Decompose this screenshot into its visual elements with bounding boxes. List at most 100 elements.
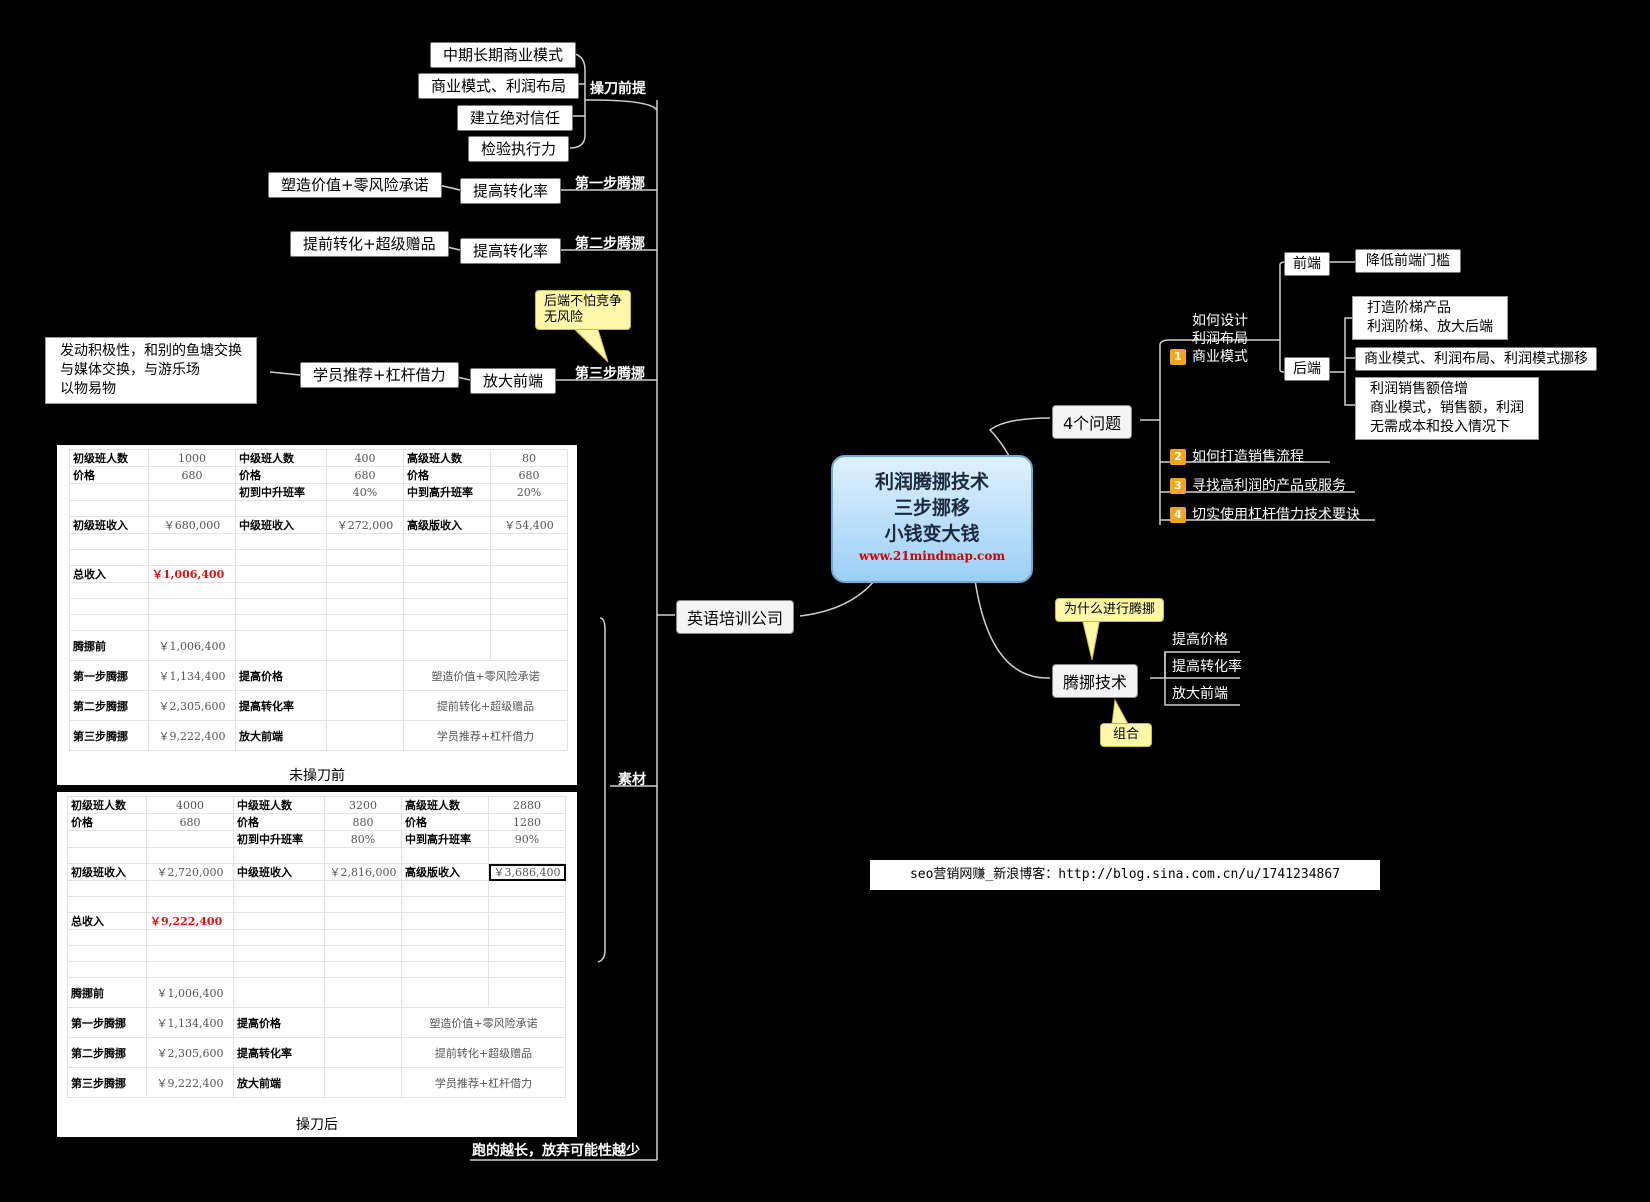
prereq-item-3[interactable]: 建立绝对信任 bbox=[457, 105, 574, 131]
sheet-empty-cell bbox=[67, 880, 147, 897]
sheet-cell: 880 bbox=[324, 813, 402, 831]
bottom-note[interactable]: 跑的越长，放弃可能性越少 bbox=[472, 1143, 640, 1159]
back-end-node[interactable]: 后端 bbox=[1284, 357, 1330, 381]
back-end-leaf-2[interactable]: 商业模式、利润布局、利润模式挪移 bbox=[1355, 347, 1597, 371]
sheet-cell bbox=[490, 565, 568, 583]
back-leaf3-line3: 无需成本和投入情况下 bbox=[1370, 419, 1510, 435]
prereq-item-1[interactable]: 中期长期商业模式 bbox=[430, 42, 577, 68]
sheet-spacer-row bbox=[67, 929, 566, 946]
label-step1[interactable]: 第一步腾挪 bbox=[575, 176, 645, 192]
step1-node[interactable]: 提高转化率 bbox=[460, 178, 562, 204]
sheet-cell: 提前转化+超级赠品 bbox=[401, 1037, 566, 1068]
shift-item-1[interactable]: 提高价格 bbox=[1172, 632, 1228, 648]
step3-detail[interactable]: 发动积极性，和别的鱼塘交换 与媒体交换，与游乐场 以物易物 bbox=[45, 337, 257, 404]
sheet-cell: 提高价格 bbox=[233, 1007, 325, 1038]
sheet-cell: 塑造价值+零风险承诺 bbox=[403, 660, 568, 691]
sheet-cell: 学员推荐+杠杆借力 bbox=[403, 720, 568, 751]
sheet-cell: 腾挪前 bbox=[67, 977, 147, 1008]
sheet-cell: 400 bbox=[326, 449, 404, 467]
sheet-empty-cell bbox=[233, 896, 325, 913]
sheet-cell bbox=[326, 660, 404, 691]
central-title-line2: 三步挪移 bbox=[893, 497, 970, 519]
sheet-cell: 高级版收入 bbox=[403, 516, 491, 534]
label-step3[interactable]: 第三步腾挪 bbox=[575, 366, 645, 382]
front-end-node[interactable]: 前端 bbox=[1284, 252, 1330, 276]
sheet-cell: ￥1,006,400 bbox=[148, 630, 236, 661]
branch-four-questions[interactable]: 4个问题 bbox=[1052, 405, 1133, 439]
back-leaf3-line1: 利润销售额倍增 bbox=[1370, 381, 1468, 397]
step2-node[interactable]: 提高转化率 bbox=[460, 238, 562, 264]
sheet-empty-cell bbox=[403, 614, 491, 631]
sheet-empty-cell bbox=[490, 533, 568, 550]
sheet-cell: ￥1,006,400 bbox=[146, 977, 234, 1008]
sheet-cell bbox=[403, 565, 491, 583]
back-end-leaf-1[interactable]: 打造阶梯产品 利润阶梯、放大后端 bbox=[1352, 296, 1508, 340]
sheet-cell: 价格 bbox=[233, 813, 325, 831]
step1-leaf[interactable]: 塑造价值+零风险承诺 bbox=[268, 172, 442, 198]
sheet-cell: 1280 bbox=[488, 813, 566, 831]
central-title-line3: 小钱变大钱 bbox=[884, 523, 980, 545]
label-prerequisites[interactable]: 操刀前提 bbox=[590, 81, 646, 97]
footer-blog-link[interactable]: seo营销网赚_新浪博客：http://blog.sina.com.cn/u/1… bbox=[870, 860, 1380, 890]
number-badge-3: 3 bbox=[1170, 478, 1186, 494]
sheet-cell: 总收入 bbox=[67, 912, 147, 930]
sheet-cell bbox=[148, 483, 236, 501]
sheet-cell: ￥9,222,400 bbox=[146, 912, 234, 930]
back-leaf3-line2: 商业模式，销售额，利润 bbox=[1370, 400, 1524, 416]
step2-leaf[interactable]: 提前转化+超级赠品 bbox=[290, 231, 449, 257]
sheet-cell: 提前转化+超级赠品 bbox=[403, 690, 568, 721]
spreadsheet-after-caption: 操刀后 bbox=[296, 1117, 338, 1133]
sheet-cell bbox=[233, 912, 325, 930]
sheet-spacer-row bbox=[69, 500, 568, 517]
sheet-cell: 初级班人数 bbox=[69, 449, 149, 467]
sheet-cell: ￥9,222,400 bbox=[146, 1067, 234, 1098]
sheet-empty-cell bbox=[324, 847, 402, 864]
sheet-cell: 第三步腾挪 bbox=[67, 1067, 147, 1098]
sheet-cell bbox=[488, 977, 566, 1008]
prereq-item-4[interactable]: 检验执行力 bbox=[468, 136, 570, 162]
prereq-item-2[interactable]: 商业模式、利润布局 bbox=[418, 73, 580, 99]
sheet-cell: 680 bbox=[326, 466, 404, 484]
sheet-empty-cell bbox=[146, 961, 234, 978]
sheet-empty-cell bbox=[69, 582, 149, 599]
callout-combination: 组合 bbox=[1100, 723, 1153, 747]
central-topic[interactable]: 利润腾挪技术 三步挪移 小钱变大钱 www.21mindmap.com bbox=[831, 455, 1033, 583]
label-materials[interactable]: 素材 bbox=[618, 772, 646, 788]
label-step2[interactable]: 第二步腾挪 bbox=[575, 236, 645, 252]
step3-node[interactable]: 放大前端 bbox=[470, 368, 557, 394]
sheet-empty-cell bbox=[146, 880, 234, 897]
sheet-empty-cell bbox=[488, 961, 566, 978]
sheet-empty-cell bbox=[233, 847, 325, 864]
sheet-cell bbox=[490, 630, 568, 661]
sheet-cell bbox=[324, 912, 402, 930]
shift-item-2[interactable]: 提高转化率 bbox=[1172, 659, 1242, 675]
sheet-cell: ￥2,305,600 bbox=[146, 1037, 234, 1068]
front-end-leaf[interactable]: 降低前端门槛 bbox=[1355, 249, 1461, 273]
sheet-empty-cell bbox=[490, 582, 568, 599]
sheet-cell: 第三步腾挪 bbox=[69, 720, 149, 751]
branch-english-training-company[interactable]: 英语培训公司 bbox=[676, 600, 795, 634]
number-badge-1: 1 bbox=[1170, 349, 1186, 365]
sheet-empty-cell bbox=[67, 945, 147, 962]
sheet-cell: 3200 bbox=[324, 796, 402, 814]
sheet-spacer-row bbox=[69, 533, 568, 550]
back-end-leaf-3[interactable]: 利润销售额倍增 商业模式，销售额，利润 无需成本和投入情况下 bbox=[1355, 377, 1539, 440]
shift-item-3[interactable]: 放大前端 bbox=[1172, 686, 1228, 702]
step3-leaf[interactable]: 学员推荐+杠杆借力 bbox=[300, 362, 459, 388]
sheet-cell bbox=[324, 1007, 402, 1038]
back-leaf1-line1: 打造阶梯产品 bbox=[1367, 300, 1451, 316]
q1-line-3: 商业模式 bbox=[1192, 349, 1248, 365]
sheet-spacer-row bbox=[69, 582, 568, 599]
sheet-empty-cell bbox=[403, 598, 491, 615]
branch-shift-technique[interactable]: 腾挪技术 bbox=[1052, 664, 1139, 698]
sheet-empty-cell bbox=[235, 549, 327, 566]
sheet-empty-cell bbox=[67, 896, 147, 913]
sheet-cell: 初到中升班率 bbox=[235, 483, 327, 501]
